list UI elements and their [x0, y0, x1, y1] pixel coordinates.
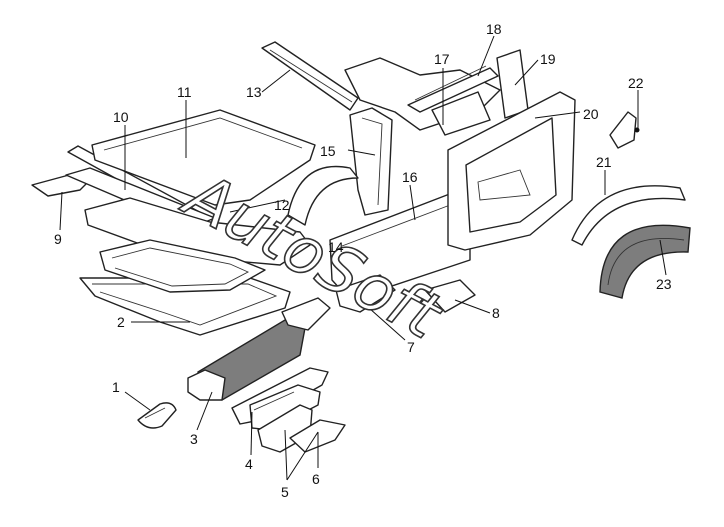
callout-9: 9: [54, 231, 62, 247]
callout-22: 22: [628, 75, 644, 91]
part-22: [609, 111, 640, 149]
part-3: [187, 297, 331, 401]
part-18: [414, 65, 487, 101]
part-20: [447, 91, 576, 251]
callout-12: 12: [274, 197, 290, 213]
callout-10: 10: [113, 109, 129, 125]
callout-4: 4: [245, 456, 253, 472]
part-19: [496, 49, 529, 119]
callout-7: 7: [407, 339, 415, 355]
part-23: [599, 224, 691, 299]
callout-13: 13: [246, 84, 262, 100]
part-15: [349, 107, 393, 216]
callout-11: 11: [177, 84, 192, 100]
part-11: [91, 109, 316, 206]
callout-23: 23: [656, 276, 672, 292]
callout-15: 15: [320, 143, 336, 159]
callout-18: 18: [486, 21, 502, 37]
callout-19: 19: [540, 51, 556, 67]
part-14-arch: [287, 165, 359, 226]
callout-20: 20: [583, 106, 599, 122]
part-21: [571, 185, 686, 246]
callout-5: 5: [281, 484, 289, 500]
callout-17: 17: [434, 51, 450, 67]
callout-14: 14: [328, 239, 344, 255]
callout-1: 1: [112, 379, 120, 395]
callout-16: 16: [402, 169, 418, 185]
callout-labels: 1 2 3 4 5 6 7 8 9 10 11 12 13 14 15 16 1…: [54, 21, 672, 500]
part-8: [424, 279, 476, 313]
part-13: [261, 41, 359, 111]
callout-8: 8: [492, 305, 500, 321]
callout-3: 3: [190, 431, 198, 447]
leader-lines: [59, 35, 667, 481]
callout-2: 2: [117, 314, 125, 330]
callout-6: 6: [312, 471, 320, 487]
part-1: [137, 402, 177, 429]
callout-21: 21: [596, 154, 612, 170]
part-12: [84, 197, 311, 293]
part-7: [335, 274, 396, 313]
part-17: [407, 67, 499, 136]
